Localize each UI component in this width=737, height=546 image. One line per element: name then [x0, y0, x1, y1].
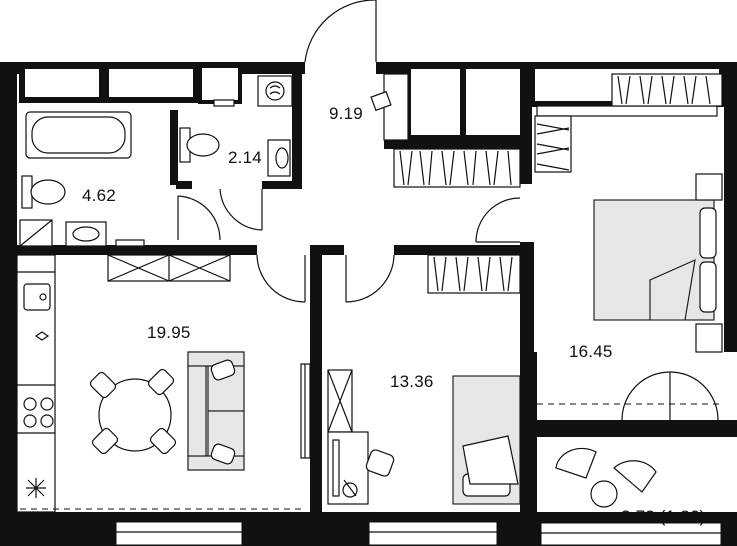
bath-shelf — [115, 239, 145, 247]
wc-shelf — [213, 99, 235, 107]
hall-wardrobe — [383, 73, 521, 188]
balcony-furniture — [555, 447, 657, 508]
wc-toilet — [179, 127, 220, 163]
bottom-windows — [113, 519, 724, 546]
area-label-hall: 9.19 — [329, 104, 363, 123]
single-bed — [452, 375, 521, 505]
kitchen-counter — [16, 254, 56, 513]
area-label-bedroom-main: 16.45 — [569, 342, 613, 361]
bookshelf — [327, 369, 353, 433]
bathtub — [25, 111, 132, 159]
interior-doors[interactable] — [177, 188, 719, 421]
area-label-bedroom-small: 13.36 — [390, 372, 434, 391]
sofa — [187, 351, 245, 471]
area-label-bathroom: 4.62 — [82, 186, 116, 205]
double-bed — [593, 173, 723, 353]
dashed-guides — [20, 403, 722, 510]
interior-walls — [17, 62, 534, 512]
bath-toilet — [21, 175, 66, 209]
dining-table — [89, 368, 177, 455]
area-label-balcony: 3.72 (1.86) — [621, 507, 706, 526]
bedroom-wardrobe — [427, 254, 521, 294]
tv-stand — [300, 363, 311, 459]
bath-sink — [65, 221, 107, 247]
bedroom-shelf-unit — [534, 73, 723, 173]
area-label-living-kitchen: 19.95 — [147, 323, 191, 342]
desk — [327, 431, 395, 505]
wc-sink — [267, 139, 291, 177]
bath-corner-box — [19, 219, 53, 247]
living-cabinet — [107, 254, 231, 282]
area-label-wc: 2.14 — [228, 148, 262, 167]
washing-machine — [257, 75, 293, 107]
entrance-door[interactable] — [304, 0, 377, 63]
hall-chair — [370, 90, 392, 112]
